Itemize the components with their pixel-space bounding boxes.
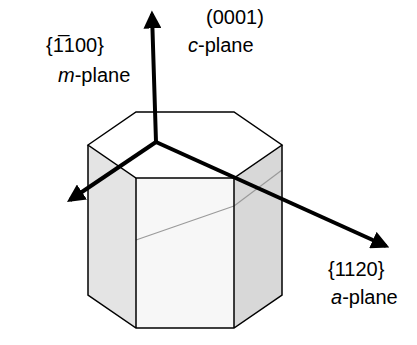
plane-index: {1̅100}	[46, 34, 104, 56]
m-axis-arrow	[70, 142, 156, 200]
c-axis-arrow	[152, 14, 156, 142]
plane-index: {1120}	[328, 258, 384, 280]
italic-letter: a	[331, 286, 342, 308]
italic-letter: m	[58, 64, 75, 86]
label-rest: -plane	[198, 34, 254, 56]
prism-edges	[88, 145, 282, 328]
italic-letter: c	[188, 34, 198, 56]
a-plane-trace	[136, 206, 234, 240]
label-rest: -plane	[342, 286, 398, 308]
plane-name: a-plane	[331, 286, 398, 308]
label-rest: -plane	[75, 64, 131, 86]
front-face	[136, 178, 234, 328]
a-axis-arrow	[156, 142, 386, 246]
plane-name: c-plane	[188, 34, 254, 56]
plane-name: m-plane	[58, 64, 130, 86]
plane-index: (0001)	[206, 6, 264, 28]
